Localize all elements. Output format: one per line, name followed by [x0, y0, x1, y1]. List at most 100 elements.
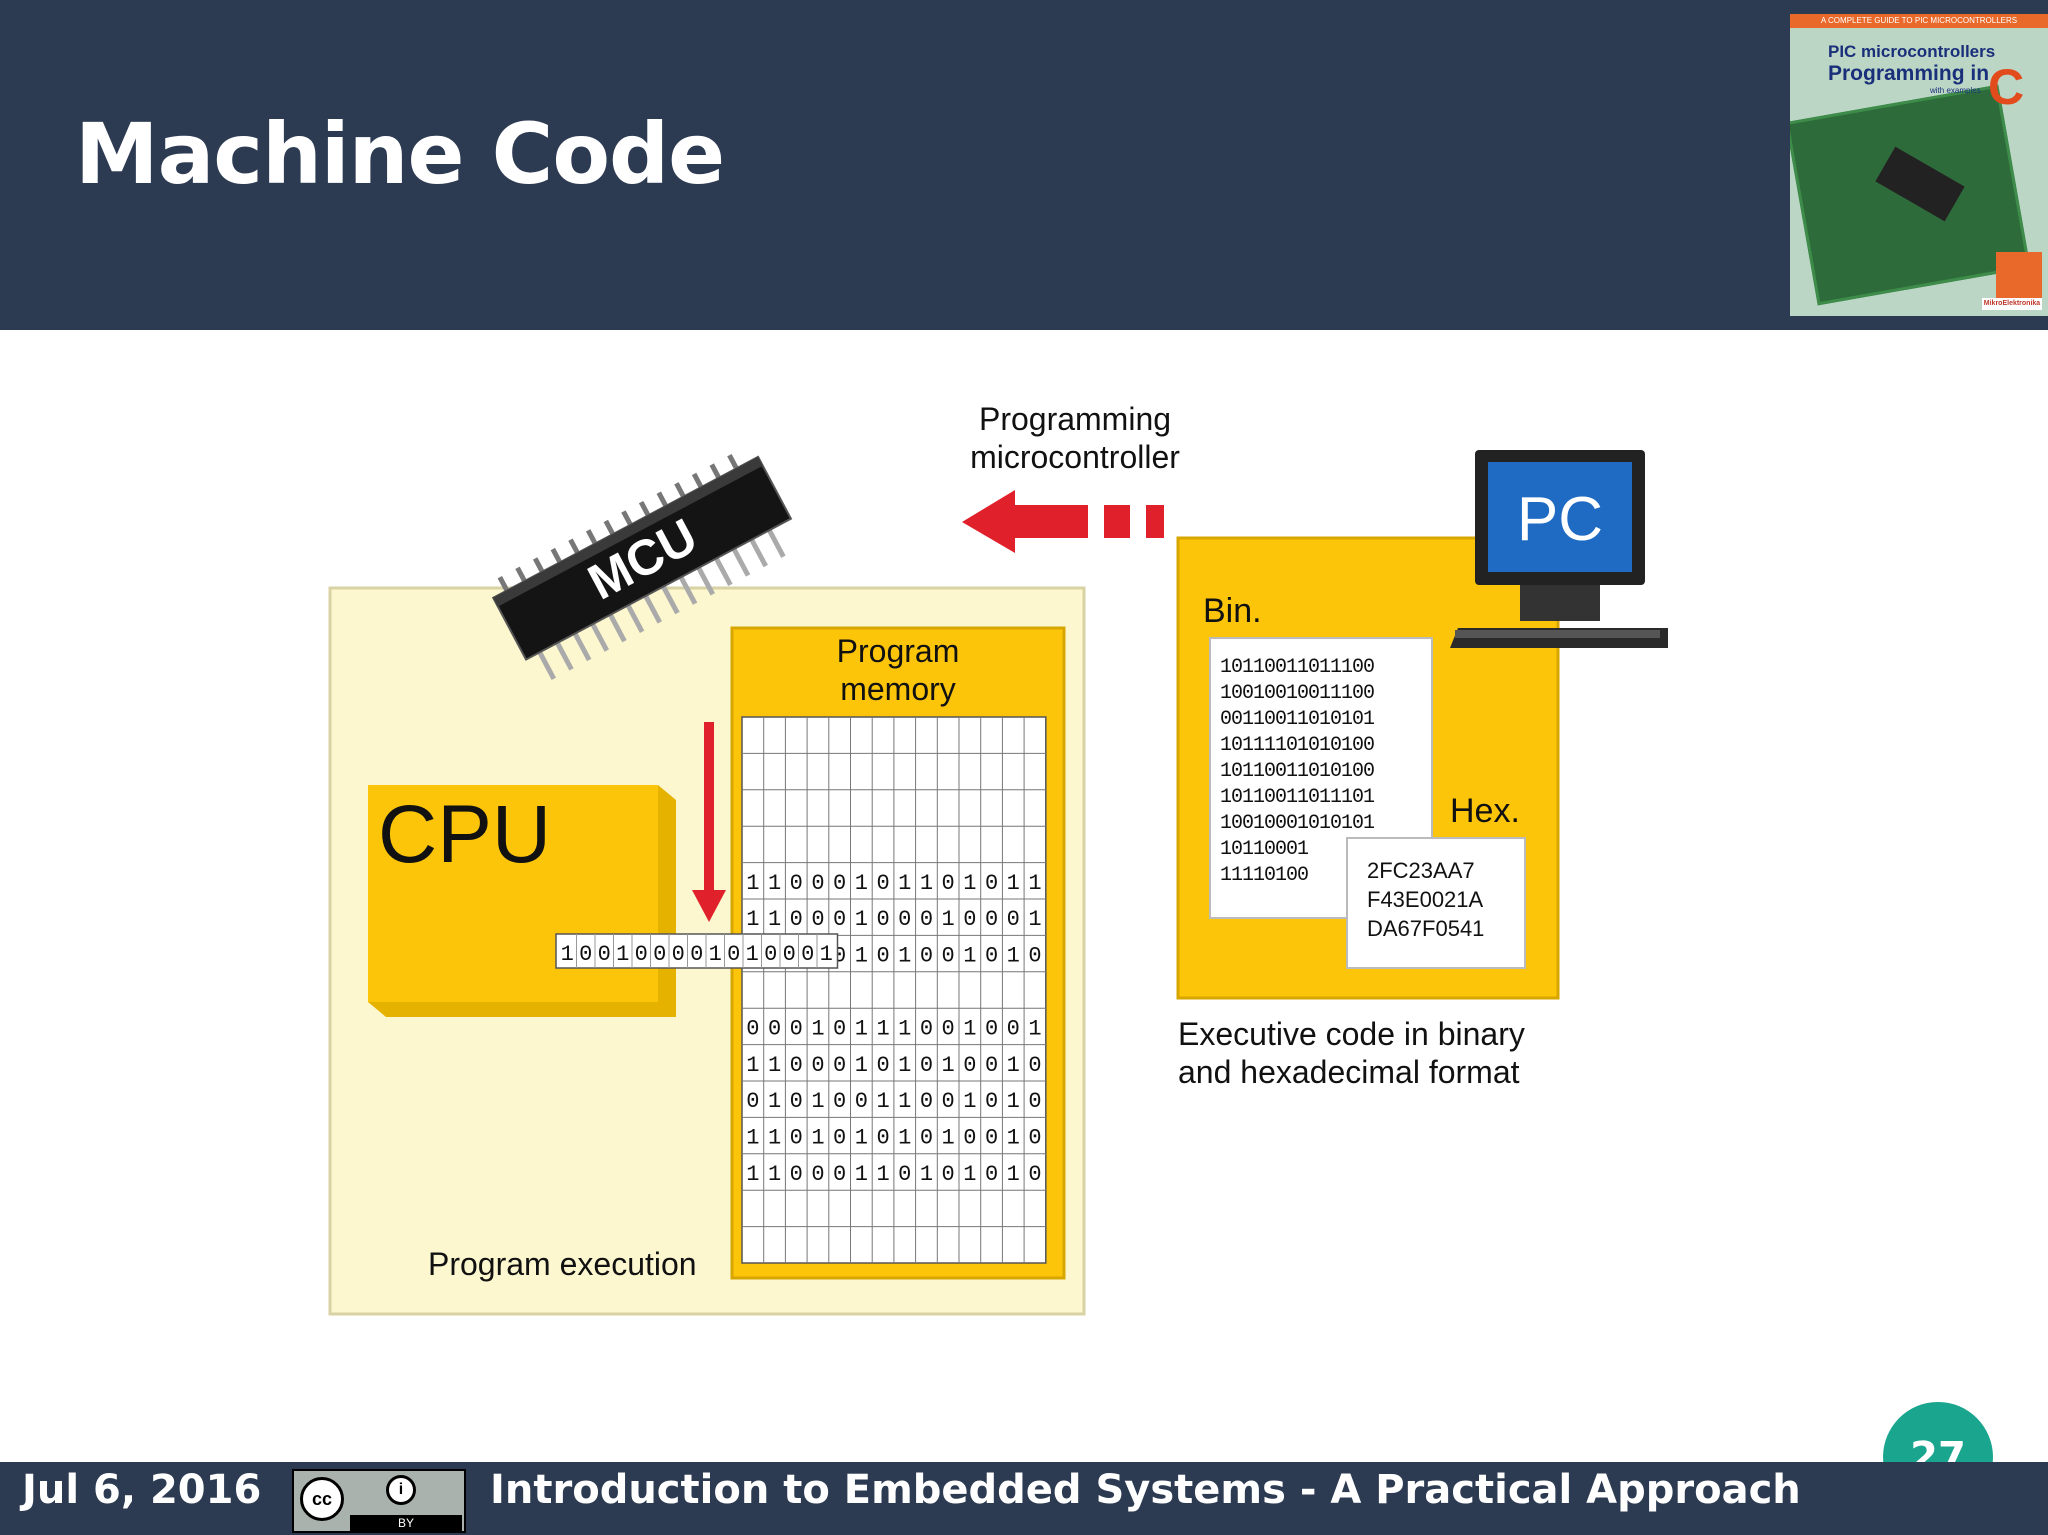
mcu-pin [638, 500, 651, 517]
memory-bit: 1 [811, 1016, 824, 1041]
memory-bit: 0 [963, 1126, 976, 1151]
memory-bit: 1 [876, 1089, 889, 1114]
memory-bit: 0 [963, 907, 976, 932]
memory-bit: 0 [876, 907, 889, 932]
footer-title: Introduction to Embedded Systems - A Pra… [490, 1467, 1801, 1513]
memory-bit: 0 [876, 1053, 889, 1078]
memory-bit: 0 [985, 944, 998, 969]
instruction-bit: 1 [820, 942, 833, 967]
memory-bit: 1 [1028, 871, 1041, 896]
programming-arrow-icon [962, 490, 1164, 553]
program-memory-label-line1: Program [837, 633, 960, 669]
memory-bit: 0 [920, 907, 933, 932]
memory-bit: 1 [942, 1126, 955, 1151]
mcu-pin [568, 538, 580, 555]
mcu-pin [727, 453, 739, 470]
mcu-pin [590, 622, 610, 652]
memory-bit: 0 [1028, 1126, 1041, 1151]
mcu-pin [550, 547, 563, 564]
mcu-pin [674, 482, 686, 498]
memory-bit: 1 [898, 1089, 911, 1114]
binary-line: 10110011011100 [1220, 656, 1374, 679]
memory-bit: 0 [985, 907, 998, 932]
memory-bit: 1 [876, 1162, 889, 1187]
cc-by-text: BY [350, 1515, 462, 1531]
binary-line: 10111101010100 [1220, 734, 1374, 757]
memory-bit: 0 [1028, 944, 1041, 969]
hex-line: F43E0021A [1367, 887, 1484, 912]
memory-bit: 1 [746, 907, 759, 932]
mcu-pin [555, 641, 574, 671]
cpu-block: CPU [368, 785, 676, 1017]
instruction-bit: 0 [598, 942, 611, 967]
memory-bit: 1 [920, 1162, 933, 1187]
binary-line: 10010001010101 [1220, 812, 1375, 835]
instruction-bit: 0 [672, 942, 685, 967]
book-title-line1: PIC microcontrollers [1828, 42, 1996, 61]
memory-bit: 0 [833, 871, 846, 896]
memory-bit: 0 [768, 1016, 781, 1041]
memory-bit: 1 [898, 1016, 911, 1041]
mcu-pin [497, 576, 510, 592]
hex-line: 2FC23AA7 [1367, 858, 1475, 883]
memory-bit: 0 [963, 1053, 976, 1078]
memory-bit: 1 [898, 1053, 911, 1078]
mcu-pin [749, 538, 768, 568]
instruction-bit: 0 [764, 942, 777, 967]
memory-bit: 0 [833, 1016, 846, 1041]
memory-bit: 0 [790, 871, 803, 896]
memory-bit: 0 [855, 1089, 868, 1114]
mcu-pin [696, 566, 715, 596]
memory-bit: 1 [1007, 871, 1020, 896]
memory-bit: 1 [963, 1089, 976, 1114]
memory-bit: 0 [942, 1089, 955, 1114]
book-cover-image: A COMPLETE GUIDE TO PIC MICROCONTROLLERS… [1790, 14, 2048, 316]
instruction-bit: 0 [635, 942, 648, 967]
mcu-pin [714, 557, 733, 587]
cpu-label: CPU [378, 789, 551, 880]
memory-bit: 1 [855, 907, 868, 932]
instruction-strip-background [555, 933, 839, 969]
memory-bit: 1 [746, 871, 759, 896]
memory-bit: 1 [855, 1162, 868, 1187]
memory-bit: 0 [746, 1016, 759, 1041]
mcu-pin [678, 575, 698, 605]
mcu-pin [709, 463, 721, 479]
memory-bit: 1 [768, 871, 781, 896]
bin-label: Bin. [1203, 592, 1262, 630]
memory-bit: 1 [963, 944, 976, 969]
memory-bit: 1 [1007, 1053, 1020, 1078]
mcu-pin [532, 557, 545, 573]
memory-bit: 1 [898, 1126, 911, 1151]
mcu-pin [603, 519, 616, 536]
memory-bit: 0 [790, 1016, 803, 1041]
memory-bit: 0 [942, 871, 955, 896]
programming-label-line1: Programming [979, 401, 1171, 437]
memory-bit: 0 [833, 1053, 846, 1078]
memory-bit: 0 [833, 1162, 846, 1187]
memory-bit: 0 [920, 1016, 933, 1041]
cc-circle-icon: cc [300, 1477, 344, 1521]
memory-bit: 0 [942, 1162, 955, 1187]
memory-bit: 1 [768, 1126, 781, 1151]
instruction-bit: 1 [746, 942, 759, 967]
memory-bit: 1 [1007, 1126, 1020, 1151]
memory-bit: 0 [1007, 1016, 1020, 1041]
memory-bit: 0 [985, 1089, 998, 1114]
memory-bit: 1 [1028, 907, 1041, 932]
memory-bit: 0 [920, 1089, 933, 1114]
memory-bit: 0 [811, 907, 824, 932]
mcu-pin [656, 491, 669, 508]
memory-bit: 1 [855, 944, 868, 969]
memory-bit: 0 [898, 907, 911, 932]
memory-bit: 0 [942, 1016, 955, 1041]
memory-bit: 0 [833, 1089, 846, 1114]
memory-bit: 0 [833, 1126, 846, 1151]
memory-bit: 1 [855, 1053, 868, 1078]
memory-bit: 1 [768, 1053, 781, 1078]
memory-bit: 1 [855, 871, 868, 896]
book-brand: MikroElektronika [1982, 298, 2042, 310]
binary-line: 10010010011100 [1220, 682, 1374, 705]
book-top-band: A COMPLETE GUIDE TO PIC MICROCONTROLLERS [1790, 14, 2048, 28]
